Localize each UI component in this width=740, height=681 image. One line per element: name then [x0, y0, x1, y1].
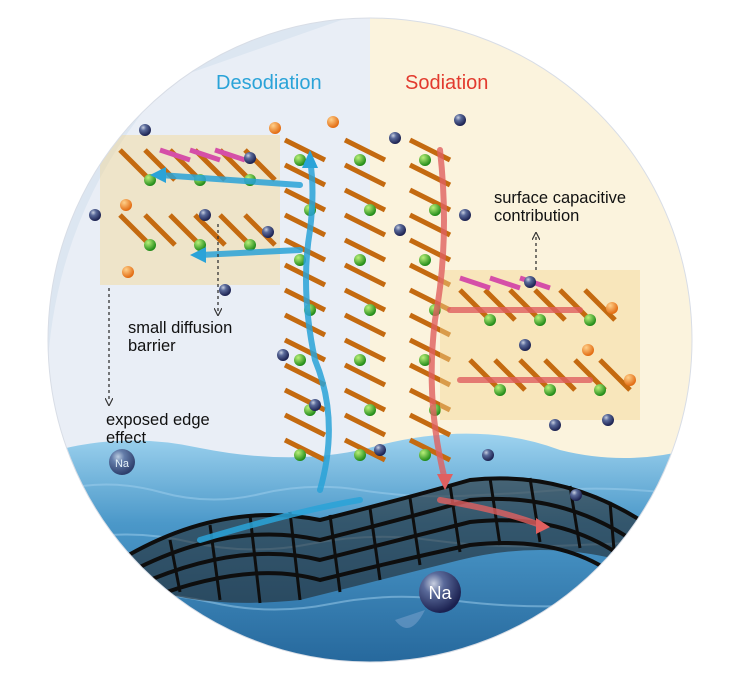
na-label-large: Na — [428, 583, 452, 603]
sodium-ion-icon: Na — [395, 571, 461, 628]
sodiation-label: Sodiation — [405, 72, 489, 94]
surface-capacitive-label: surface capacitive contribution — [494, 189, 627, 226]
desodiation-arrows — [157, 157, 363, 543]
sulfur-atoms — [120, 116, 636, 386]
sodium-ions — [89, 114, 614, 501]
na-label-small: Na — [115, 458, 130, 470]
graphene-sheet — [118, 476, 642, 604]
sodiation-arrows — [428, 147, 593, 528]
desodiation-label: Desodiation — [216, 72, 322, 94]
exposed-edge-label: exposed edge effect — [106, 411, 210, 448]
circle-frame — [47, 17, 693, 663]
sodium-ion-icon-small: Na — [109, 449, 135, 475]
small-diffusion-label: small diffusion barrier — [128, 319, 233, 356]
